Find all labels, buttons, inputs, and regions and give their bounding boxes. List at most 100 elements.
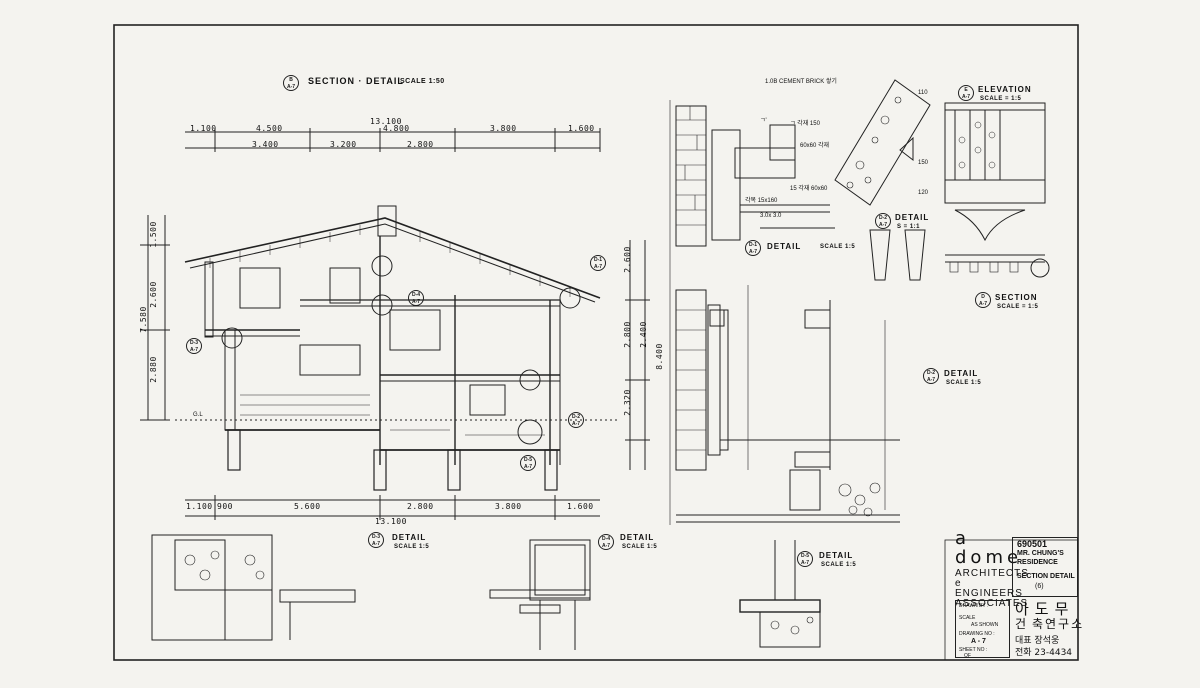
- detail-d3-scale: SCALE 1:5: [394, 544, 430, 550]
- callout-d4-top: D-4: [411, 292, 421, 298]
- detail-d1-bubble-top: D-1: [748, 242, 758, 248]
- dim-bottom-overall: 13.100: [375, 517, 407, 526]
- firm-line-e: e: [955, 578, 962, 589]
- section-small-scale: SCALE = 1:5: [997, 304, 1039, 310]
- detail-d3-bubble: D-3 A-7: [368, 532, 384, 548]
- main-section-drawing: [140, 128, 650, 520]
- section-small-bubble: D A-7: [975, 292, 991, 308]
- detail-top-label-3: 각목 15x160: [745, 198, 778, 204]
- drawing-number: A - 7: [971, 638, 986, 645]
- main-section-scale: SCALE 1:50: [400, 78, 445, 85]
- drawing-no-label: DRAWING NO :: [959, 631, 995, 637]
- detail-top-label-2: 60x60 각재: [800, 143, 830, 149]
- dim-sub-1: 3.200: [330, 140, 357, 149]
- callout-d5-top: D-5: [523, 457, 533, 463]
- dim-top-4: 1.600: [568, 124, 595, 133]
- elevation-drawing: [944, 102, 1046, 242]
- detail-d4-scale: SCALE 1:5: [622, 544, 658, 550]
- detail-d3-bubble-bottom: A-7: [371, 541, 381, 547]
- detail-d3-drawing: [151, 534, 356, 641]
- detail-d4-bubble-top: D-4: [601, 536, 611, 542]
- bubble-top-text: B: [289, 77, 293, 83]
- small-detail-scale: S = 1:1: [897, 224, 921, 230]
- detail-d5-bubble-top: D-5: [800, 553, 810, 559]
- dim-left-overall: 7.580: [138, 306, 148, 333]
- dim-bottom-2: 5.600: [294, 502, 321, 511]
- detail-d2-drawing: [675, 285, 900, 523]
- dim-sub-2: 2.800: [407, 140, 434, 149]
- detail-d5-bubble: D-5 A-7: [797, 551, 813, 567]
- firm-logo-a: a: [955, 528, 967, 549]
- main-section-title: SECTION · DETAIL: [308, 76, 404, 86]
- dim-left-0: 1.500: [148, 221, 158, 248]
- detail-d3-title: DETAIL: [392, 533, 427, 542]
- dim-sub-0: 3.400: [252, 140, 279, 149]
- diagonal-detail-drawing: [834, 79, 931, 206]
- sheet-no-value: OF: [964, 653, 971, 659]
- dim-right-4: 8.400: [654, 343, 664, 370]
- drawing-title: SECTION DETAIL: [1017, 573, 1075, 580]
- drawing-subtitle: (6): [1035, 583, 1044, 590]
- title-block-project: 690501 MR. CHUNG'S RESIDENCE SECTION DET…: [1012, 537, 1078, 597]
- title-block-info: DRAWN BY : SCALE AS SHOWN DRAWING NO : A…: [955, 600, 1010, 659]
- project-name: RESIDENCE: [1017, 559, 1058, 566]
- callout-d5-bottom: A-7: [523, 464, 533, 470]
- callout-d2-bottom: A-7: [571, 421, 581, 427]
- dim-top-overall: 13.100: [370, 117, 402, 126]
- callout-d1-bottom: A-7: [593, 264, 603, 270]
- project-number: 690501: [1017, 539, 1048, 549]
- firm-korean-name-3: 연구소: [1045, 617, 1085, 631]
- callout-d1-top: D-1: [593, 257, 603, 263]
- detail-d1-scale: SCALE 1:5: [820, 244, 856, 250]
- sheet-border: [113, 24, 1079, 661]
- client-name: MR. CHUNG'S: [1017, 550, 1064, 557]
- detail-d5-drawing: [739, 540, 821, 648]
- detail-d4-drawing: [489, 539, 591, 650]
- detail-d5-scale: SCALE 1:5: [821, 562, 857, 568]
- callout-d4: D-4 A-7: [408, 290, 424, 306]
- dim-bottom-0: 1.100: [186, 502, 213, 511]
- firm-korean-name-1: 아도무: [1015, 600, 1075, 618]
- scale-value: AS SHOWN: [971, 622, 999, 628]
- small-detail-bubble-bottom: A-7: [878, 222, 888, 228]
- elevation-bubble-bottom: A-7: [961, 94, 971, 100]
- elevation-scale: SCALE = 1:5: [980, 96, 1022, 102]
- detail-top-label-4: 15 각재 60x60: [790, 186, 828, 192]
- detail-d1-title: DETAIL: [767, 242, 802, 251]
- dim-top-0: 1.100: [190, 124, 217, 133]
- callout-d3-bottom: A-7: [189, 347, 199, 353]
- detail-top-label-5: 3.0x 3.0: [760, 213, 782, 219]
- callout-d3: D-3 A-7: [186, 338, 202, 354]
- drawn-by-label: DRAWN BY :: [959, 603, 989, 609]
- ground-level-label: G.L: [193, 412, 203, 418]
- detail-top-note: 1.0B CEMENT BRICK 쌓기: [765, 79, 837, 85]
- detail-d1-bubble: D-1 A-7: [745, 240, 761, 256]
- dim-right-3: 2.320: [622, 389, 632, 416]
- elevation-title: ELEVATION: [978, 85, 1032, 94]
- detail-d5-title: DETAIL: [819, 551, 854, 560]
- small-detail-title: DETAIL: [895, 213, 930, 222]
- detail-top-label-1: ㄱ 각재 150: [790, 121, 820, 127]
- elevation-bubble-top: E: [964, 87, 968, 93]
- firm-representative: 대표 장석웅: [1015, 636, 1060, 646]
- main-section-bubble: B A-7: [283, 75, 299, 91]
- detail-top-drawing: [675, 105, 835, 247]
- detail-d4-bubble: D-4 A-7: [598, 534, 614, 550]
- callout-d4-bottom: A-7: [411, 299, 421, 305]
- section-small-title: SECTION: [995, 293, 1038, 302]
- callout-d5: D-5 A-7: [520, 455, 536, 471]
- firm-korean-name-2: 건축: [1015, 617, 1050, 631]
- detail-d3-bubble-top: D-3: [371, 534, 381, 540]
- callout-d2: D-2 A-7: [568, 412, 584, 428]
- detail-d4-bubble-bottom: A-7: [601, 543, 611, 549]
- sheet-no-label: SHEET NO :: [959, 647, 988, 653]
- dim-bottom-5: 1.600: [567, 502, 594, 511]
- dim-top-3: 3.800: [490, 124, 517, 133]
- section-small-bubble-top: D: [981, 294, 985, 300]
- small-detail-drawing: [869, 229, 1050, 281]
- dim-right-1: 2.400: [638, 321, 648, 348]
- scale-label: SCALE: [959, 615, 976, 621]
- dim-right-0: 2.600: [622, 246, 632, 273]
- firm-logo-dome: dome: [955, 547, 1023, 568]
